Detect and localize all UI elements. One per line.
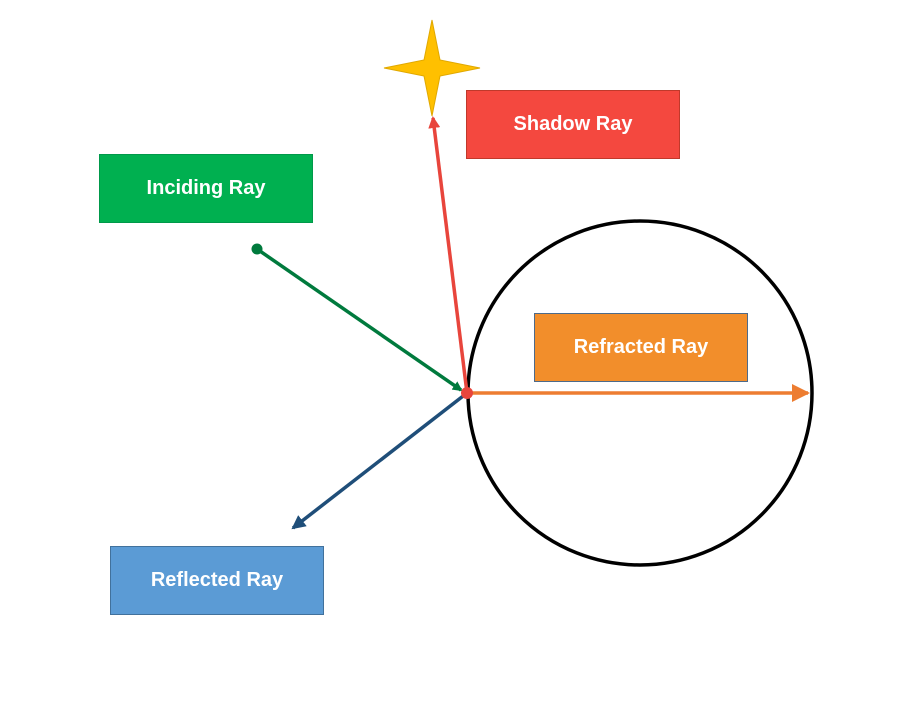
shadow-ray-label: Shadow Ray	[513, 113, 633, 135]
inciding-ray-label: Inciding Ray	[146, 177, 266, 199]
refracted-ray-label: Refracted Ray	[573, 336, 709, 358]
reflected-ray-label-box: Reflected Ray	[110, 546, 324, 615]
hit-point-dot	[461, 387, 473, 399]
inciding-ray-arrow	[256, 247, 463, 392]
shadow-ray-arrow	[428, 116, 469, 394]
refracted-ray-label-box: Refracted Ray	[534, 313, 748, 382]
inciding-ray-label-box: Inciding Ray	[99, 154, 313, 223]
shadow-ray-label-box: Shadow Ray	[466, 90, 680, 159]
reflected-ray-arrow	[291, 391, 469, 530]
reflected-ray-label: Reflected Ray	[150, 569, 284, 591]
four-point-star-icon	[383, 19, 481, 117]
